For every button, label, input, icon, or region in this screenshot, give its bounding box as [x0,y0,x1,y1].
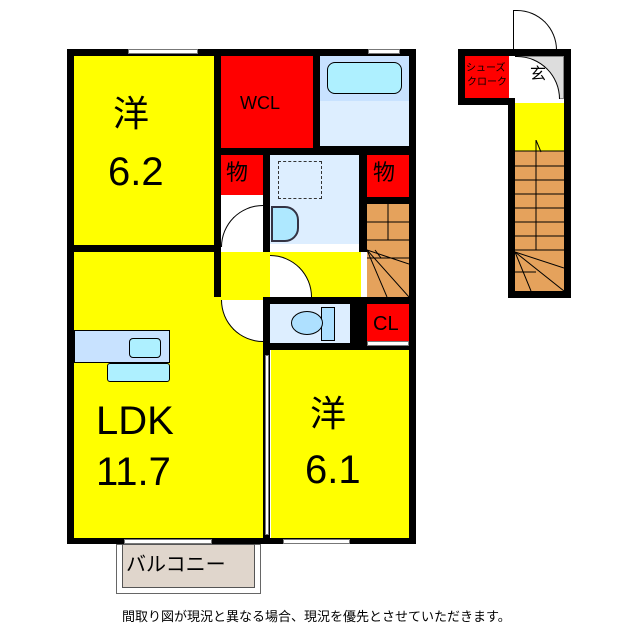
disclaimer-text: 間取り図が現況と異なる場合、現況を優先とさせていただきます。 [122,609,511,624]
entrance-staircase [515,151,564,291]
wall [67,538,416,544]
entrance-label: 玄 [530,66,547,83]
wall [564,49,571,298]
wall [458,49,571,56]
wall [409,49,416,544]
room-type-label: 洋 [310,393,347,434]
shoe-closet-label: シューズ [466,63,506,74]
wall [350,297,367,346]
western-room-2 [271,350,409,538]
stairs-icon [367,204,409,297]
storage-2 [367,155,409,197]
storage-label: 物 [226,160,249,185]
wall [263,343,416,350]
sliding-door [265,355,269,535]
shoe-closet [465,56,509,98]
wall [313,49,320,155]
kitchen-sink-icon [129,338,161,358]
wall [263,297,416,304]
washing-machine-icon [278,161,322,199]
room-size-label: 11.7 [96,450,171,494]
wall [320,146,416,155]
window [283,539,350,544]
window [124,539,212,544]
ldk-label: LDK [96,399,174,443]
closet [367,304,409,341]
window [368,49,400,54]
toilet-bowl-icon [291,311,323,335]
storage-label: 物 [373,160,396,185]
room-type-label: 洋 [113,93,150,134]
shoe-closet-label: クローク [467,77,507,88]
balcony-floor [122,544,255,588]
wall [458,98,515,105]
wall [508,98,515,298]
ldk [74,252,264,538]
entrance-hall [515,103,564,151]
walk-in-closet [221,56,313,148]
wall [67,245,221,252]
closet-door [367,341,409,346]
balcony-label: バルコニー [126,554,226,576]
wall [67,49,74,544]
wcl-label: WCL [240,93,280,113]
wall [508,291,571,298]
cl-label: CL [373,313,399,335]
storage-1 [221,155,263,195]
room-size-label: 6.1 [305,448,361,492]
entrance-door-swing-icon [513,10,557,50]
washbasin-icon [271,206,299,242]
western-room-1 [74,56,214,245]
wall [67,49,416,56]
window [128,49,198,54]
wall [214,245,221,297]
kitchen-stove [107,363,170,382]
wall [359,197,416,204]
room-size-label: 6.2 [108,150,164,194]
wall [458,49,465,105]
stairs-icon [515,140,564,291]
bathtub-icon [327,62,402,94]
wall [263,148,270,252]
